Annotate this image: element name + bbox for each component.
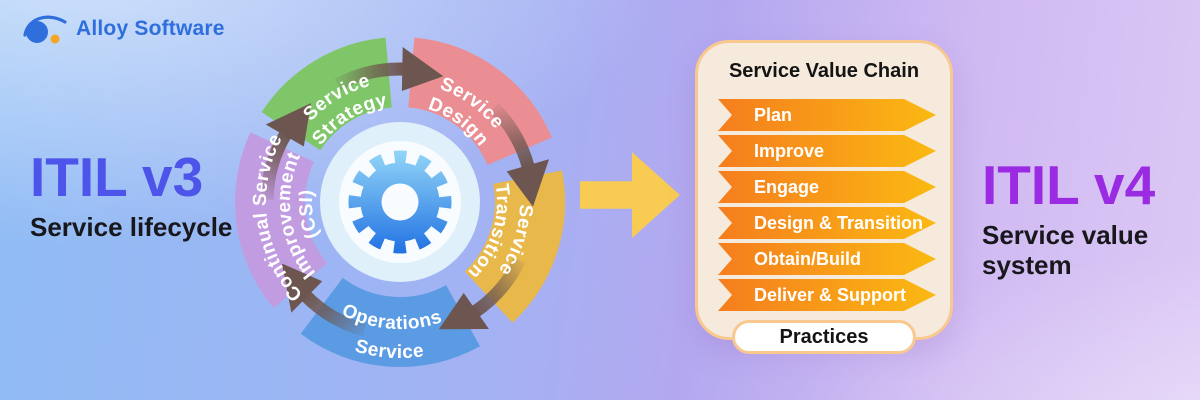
logo-text: Alloy Software: [76, 17, 225, 40]
wheel-flow-arrow-icon: [281, 263, 367, 337]
practices-pill: Practices: [732, 320, 916, 354]
itil-v3-subtitle: Service lifecycle: [30, 212, 233, 242]
value-chain-title: Service Value Chain: [728, 60, 920, 82]
wheel-flow-arrow-icon: [260, 103, 311, 200]
itil-v3-title: ITIL v3: [30, 146, 204, 208]
service-lifecycle-wheel: ServiceStrategyServiceDesignServiceTrans…: [235, 37, 565, 367]
value-chain-bar: Design & Transition: [718, 207, 936, 239]
transition-arrow-icon: [580, 152, 680, 238]
logo: Alloy Software: [22, 10, 225, 48]
wheel-center: [320, 122, 480, 282]
itil-v4-title: ITIL v4: [982, 154, 1156, 216]
gear-icon: [348, 150, 452, 254]
wheel-flow-arrow-icon: [334, 47, 444, 91]
value-chain-bar: Obtain/Build: [718, 243, 936, 275]
alloy-orbit-icon: [23, 15, 67, 44]
itil-v4-subtitle: Service value system: [982, 220, 1149, 280]
value-chain-bar: Improve: [718, 135, 936, 167]
value-chain-bar: Deliver & Support: [718, 279, 936, 311]
wheel-flow-arrow-icon: [489, 103, 550, 207]
wheel-flow-arrow-icon: [438, 257, 526, 330]
itil-v3-block: ITIL v3 Service lifecycle: [30, 150, 232, 243]
itil-v4-block: ITIL v4 Service value system: [982, 158, 1200, 281]
value-chain-bar: Plan: [718, 99, 936, 131]
value-chain-bar: Engage: [718, 171, 936, 203]
